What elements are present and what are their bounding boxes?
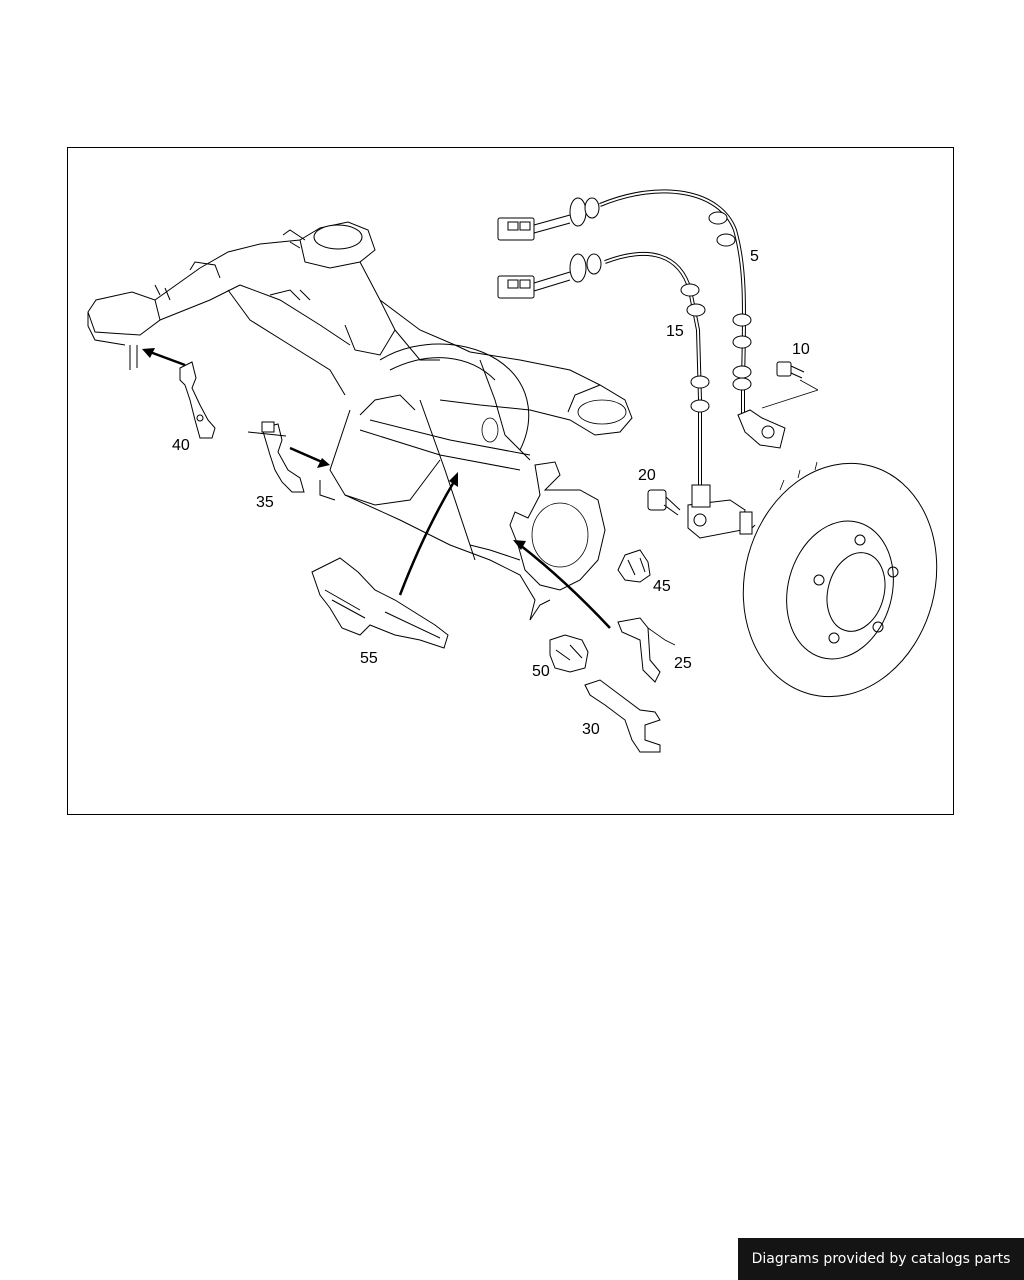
part-label-20: 20 [638,467,656,484]
part-label-30: 30 [582,721,600,738]
callout-arrows [142,348,611,629]
part-label-25: 25 [674,655,692,672]
sensor-cable-15 [497,252,753,539]
bracket-30 [584,679,661,753]
part-label-35: 35 [256,494,274,511]
clip-50 [549,634,589,673]
part-label-50: 50 [532,663,550,680]
part-label-45: 45 [653,578,671,595]
part-label-55: 55 [360,650,378,667]
bracket-40 [179,361,216,439]
sensor-cable-5 [497,189,819,449]
bracket-55 [311,557,449,649]
part-label-5: 5 [750,248,759,265]
credit-badge: Diagrams provided by catalogs parts [738,1238,1024,1280]
bolt-20 [647,489,681,516]
brake-disc [742,461,938,698]
bracket-35 [247,421,305,493]
diagram-frame [67,147,954,815]
clip-45 [617,549,651,583]
part-label-10: 10 [792,341,810,358]
part-label-40: 40 [172,437,190,454]
bracket-25 [617,617,676,683]
axle-carrier [87,221,633,621]
bolt-10 [776,361,805,379]
part-label-15: 15 [666,323,684,340]
